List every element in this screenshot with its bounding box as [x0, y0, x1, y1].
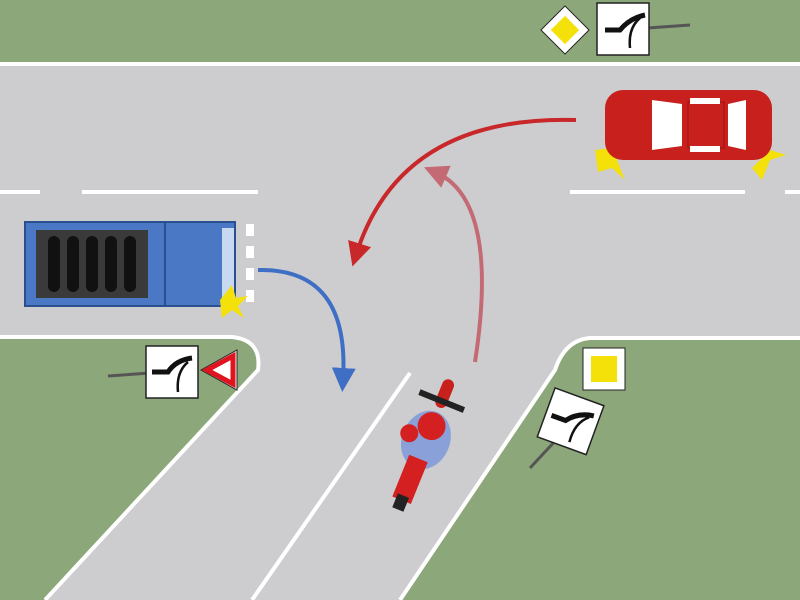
truck-path-arrow	[257, 267, 356, 392]
car-path-arrow	[348, 117, 577, 267]
motorcycle	[392, 379, 466, 512]
yield-icon	[199, 349, 238, 391]
truck	[24, 221, 248, 318]
motorcycle-path-arrow	[423, 165, 484, 363]
priority-road-direction-icon	[536, 386, 605, 456]
turn-signal-icon	[752, 150, 786, 180]
center-dashed-line	[0, 190, 800, 600]
stop-line-dashes	[246, 224, 254, 302]
turn-signal-icon	[220, 285, 248, 318]
sign-post	[107, 371, 151, 378]
priority-road-direction-icon	[596, 2, 650, 56]
priority-road-icon	[582, 347, 626, 391]
road-edge-lines	[0, 62, 800, 600]
car	[595, 90, 786, 180]
turn-signal-icon	[595, 148, 625, 180]
priority-road-icon	[540, 5, 590, 55]
priority-road-direction-icon	[145, 345, 199, 399]
